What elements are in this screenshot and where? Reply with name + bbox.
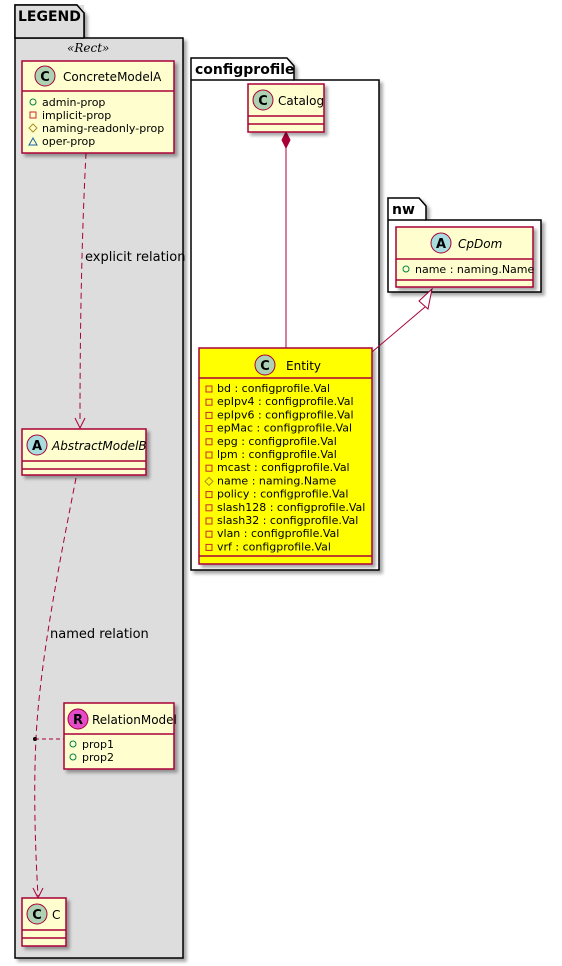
attribute: name : naming.Name: [415, 263, 535, 276]
private-icon: [205, 398, 213, 406]
named-relation-line: [34, 477, 77, 897]
relations: explicit relation named relation: [32, 130, 433, 900]
attribute: name : naming.Name: [217, 474, 337, 487]
attribute: vlan : configprofile.Val: [217, 527, 339, 540]
explicit-relation-label: explicit relation: [85, 250, 185, 265]
class-icon: C: [258, 94, 268, 109]
attribute: prop1: [82, 738, 114, 751]
attribute: oper-prop: [42, 135, 95, 148]
class-icon: C: [32, 908, 42, 923]
public-icon: [69, 740, 77, 748]
abstract-class-icon: A: [32, 439, 42, 454]
public-icon: [29, 98, 37, 106]
class-name: RelationModel: [92, 713, 177, 727]
attribute: epIpv6 : configprofile.Val: [217, 408, 354, 421]
class-name: C: [52, 908, 60, 922]
class-name: ConcreteModelA: [63, 70, 162, 84]
legend-package: LEGEND «Rect»: [14, 4, 184, 959]
package-private-icon: [28, 136, 38, 146]
private-icon: [29, 111, 37, 119]
nw-package-title: nw: [392, 202, 415, 218]
class-name: AbstractModelB: [51, 439, 147, 453]
attribute: slash128 : configprofile.Val: [217, 501, 365, 514]
private-icon: [205, 464, 213, 472]
private-icon: [205, 517, 213, 525]
composition-diamond: [281, 130, 291, 150]
private-icon: [205, 411, 213, 419]
private-icon: [205, 543, 213, 551]
legend-package-title: LEGEND: [18, 9, 81, 25]
class-catalog[interactable]: C Catalog: [247, 83, 325, 133]
class-name: CpDom: [458, 237, 502, 251]
attribute: implicit-prop: [42, 109, 111, 122]
class-name: Entity: [286, 359, 321, 373]
relation-class-icon: R: [73, 713, 83, 728]
attribute: epMac : configprofile.Val: [217, 422, 352, 435]
class-relation-model[interactable]: R RelationModel prop1 prop2: [63, 702, 177, 770]
protected-icon: [204, 476, 214, 487]
attribute: prop2: [82, 751, 114, 764]
attribute: vrf : configprofile.Val: [217, 540, 331, 553]
attribute: epIpv4 : configprofile.Val: [217, 395, 354, 408]
attribute: policy : configprofile.Val: [217, 488, 348, 501]
abstract-class-icon: A: [436, 237, 446, 252]
configprofile-package-title: configprofile: [195, 62, 295, 78]
attribute: epg : configprofile.Val: [217, 435, 337, 448]
private-icon: [205, 504, 213, 512]
explicit-relation-line: [79, 152, 87, 421]
class-icon: C: [40, 70, 50, 85]
attribute: slash32 : configprofile.Val: [217, 514, 358, 527]
class-concrete-model-a[interactable]: C ConcreteModelA admin-prop implicit-pro…: [21, 60, 175, 154]
attribute: naming-readonly-prop: [42, 122, 164, 135]
attribute: lpm : configprofile.Val: [217, 448, 337, 461]
attribute: admin-prop: [42, 96, 105, 109]
generalization-line: [371, 306, 426, 353]
explicit-relation-arrowhead: [74, 417, 86, 430]
protected-icon: [28, 123, 38, 133]
class-c[interactable]: C C: [21, 897, 67, 947]
class-icon: C: [260, 359, 270, 374]
class-cpdom[interactable]: A CpDom name : naming.Name: [395, 226, 535, 288]
public-icon: [69, 753, 77, 761]
named-relation-label: named relation: [50, 627, 149, 642]
class-attributes: admin-prop implicit-prop naming-readonly…: [28, 96, 164, 148]
attribute: mcast : configprofile.Val: [217, 461, 350, 474]
class-name: Catalog: [278, 94, 324, 108]
private-icon: [205, 425, 213, 433]
class-attributes: prop1 prop2: [69, 738, 114, 764]
private-icon: [205, 451, 213, 459]
private-icon: [205, 491, 213, 499]
legend-stereotype: «Rect»: [67, 41, 109, 55]
generalization-arrowhead: [418, 287, 433, 310]
private-icon: [205, 385, 213, 393]
attribute: bd : configprofile.Val: [217, 382, 330, 395]
private-icon: [205, 438, 213, 446]
private-icon: [205, 530, 213, 538]
class-abstract-model-b[interactable]: A AbstractModelB: [21, 428, 147, 476]
public-icon: [402, 265, 410, 273]
